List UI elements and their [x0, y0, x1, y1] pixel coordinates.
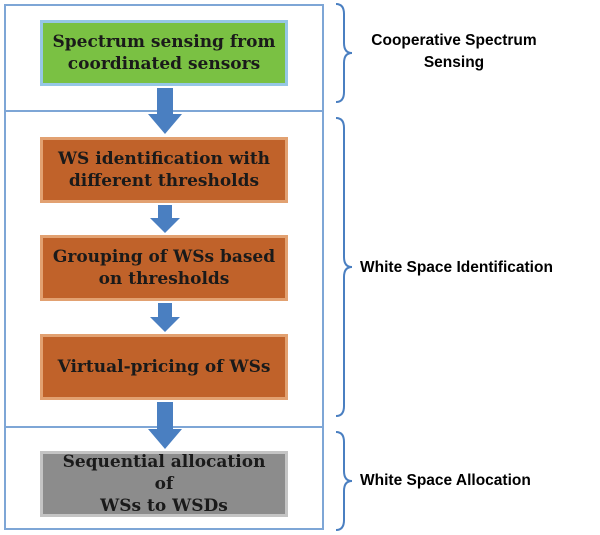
label-white-space-allocation: White Space Allocation [360, 472, 531, 489]
arrow-down-icon [150, 205, 180, 233]
arrow-down-icon [148, 88, 182, 134]
arrow-down-icon [150, 303, 180, 332]
step-virtual-pricing: Virtual-pricing of WSs [40, 334, 288, 400]
brace-allocation-icon [335, 431, 353, 531]
arrow-down-icon [148, 402, 182, 449]
step-grouping-of-wss: Grouping of WSs based on thresholds [40, 235, 288, 301]
brace-identification-icon [335, 117, 353, 417]
step-sequential-allocation: Sequential allocation of WSs to WSDs [40, 451, 288, 517]
step-ws-identification: WS identification with different thresho… [40, 137, 288, 203]
label-white-space-identification: White Space Identification [360, 259, 553, 276]
step-spectrum-sensing: Spectrum sensing from coordinated sensor… [40, 20, 288, 86]
label-cooperative-spectrum-sensing: Cooperative Spectrum Sensing [371, 32, 537, 71]
brace-sensing-icon [335, 3, 353, 103]
